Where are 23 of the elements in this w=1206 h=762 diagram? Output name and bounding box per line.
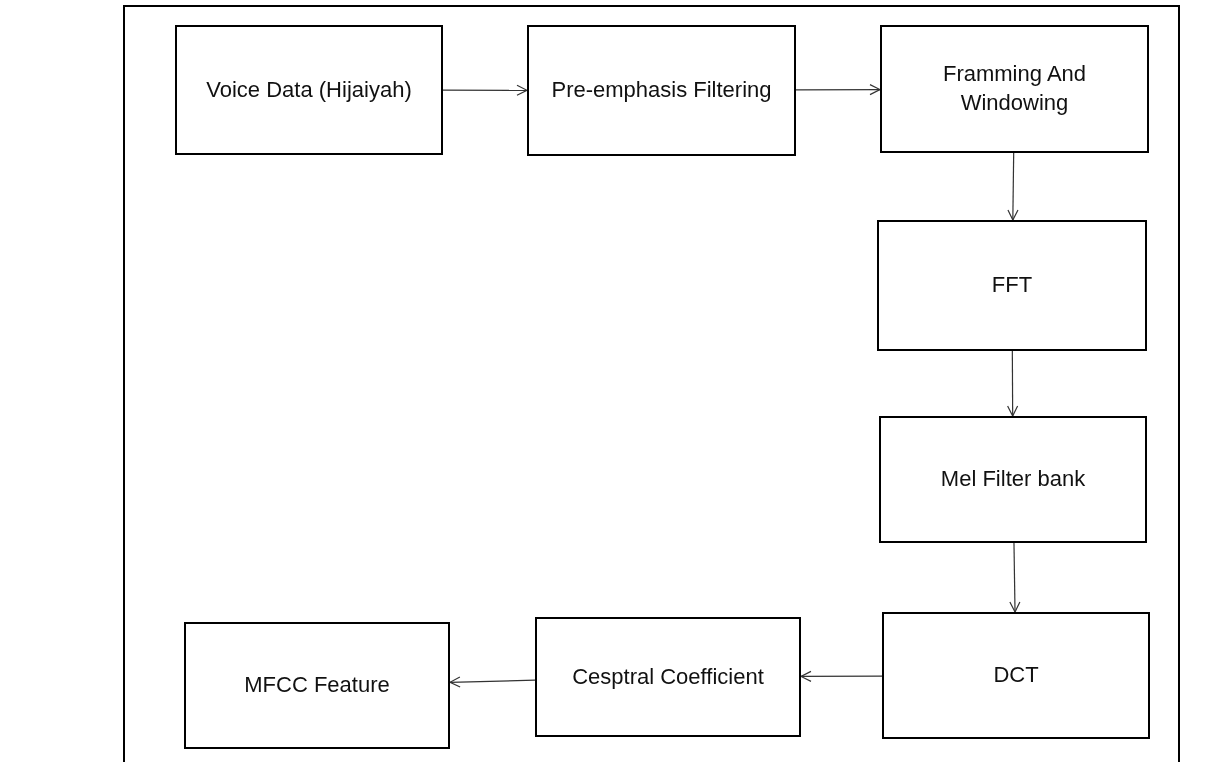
process-box [535,617,801,737]
arrow [449,676,536,688]
box-label: Cesptral Coefficient [572,662,764,691]
process-box [527,25,796,156]
box-label: Voice Data (Hijaiyah) [206,75,412,104]
process-box [882,612,1150,739]
arrow [442,84,528,96]
process-box [879,416,1147,543]
arrow [1007,350,1019,417]
arrow [795,84,881,96]
box-label: Framming And Windowing [941,60,1088,117]
box-label: Mel Filter bank [940,465,1086,494]
box-label: DCT [993,661,1039,690]
arrow [1009,542,1021,613]
process-box [175,25,443,155]
box-label: Pre-emphasis Filtering [551,76,772,105]
process-box [877,220,1147,351]
arrow [1007,152,1019,221]
box-label: FFT [991,271,1033,300]
process-box [880,25,1149,153]
process-box [184,622,450,749]
box-label: MFCC Feature [244,671,390,700]
arrow [800,670,883,682]
